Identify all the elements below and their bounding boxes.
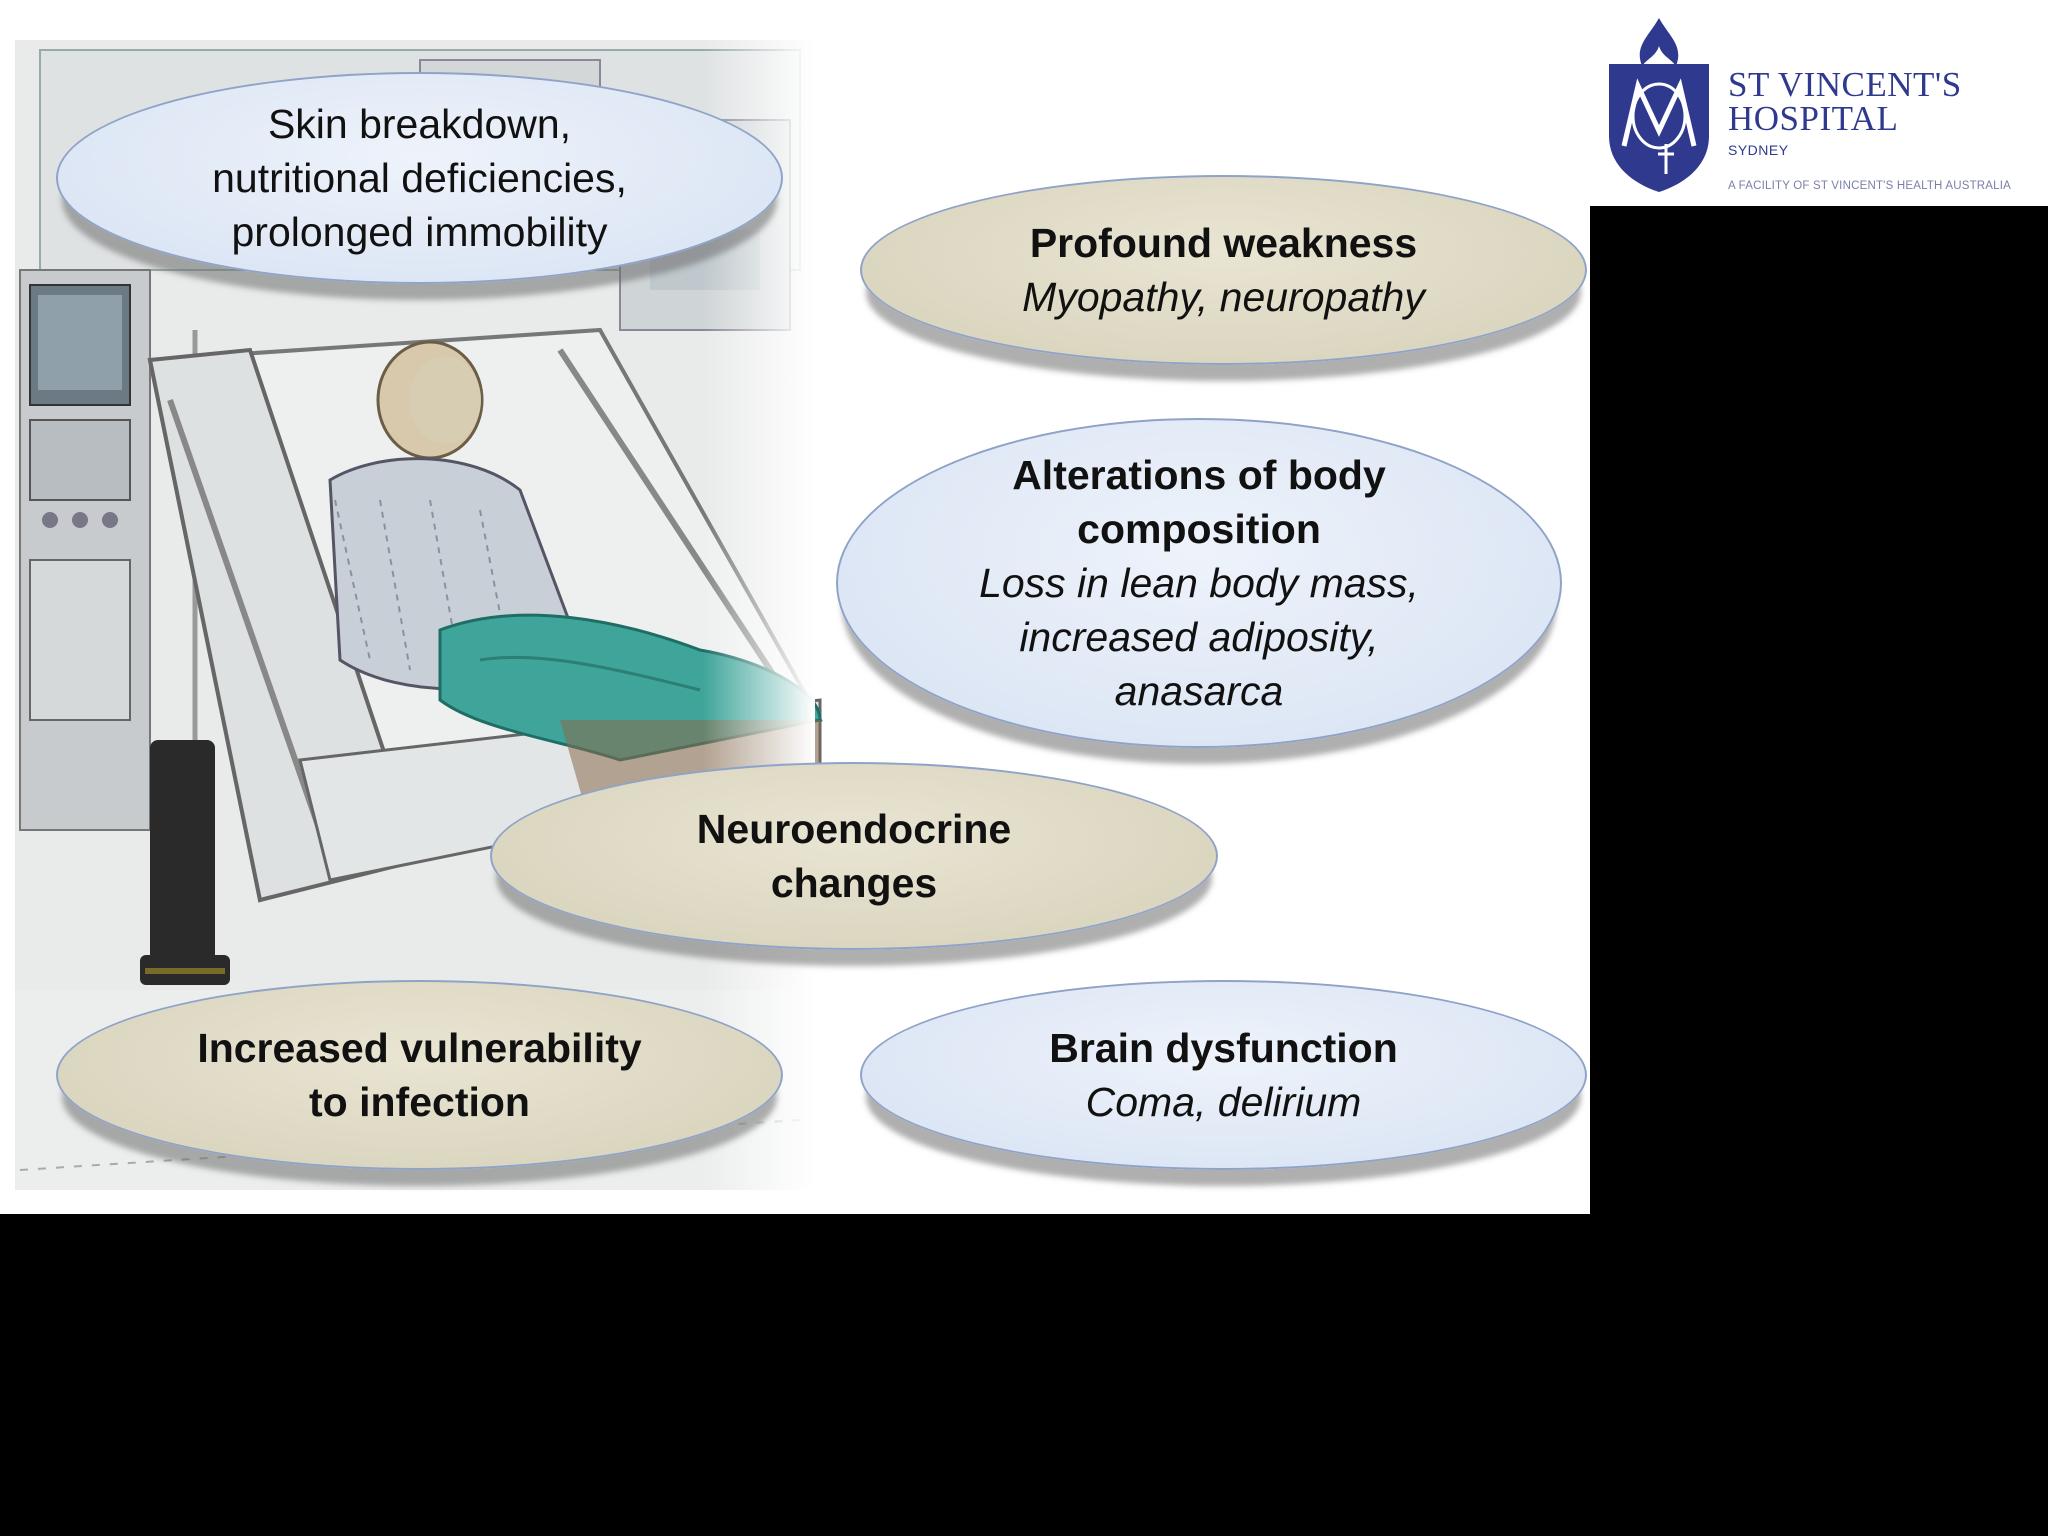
neuro-title-line-2: changes xyxy=(770,860,938,906)
shield-flame-monogram-icon xyxy=(1609,18,1709,192)
body-detail-line-2: increased adiposity, xyxy=(1019,614,1379,660)
ellipse-brain-dysfunction: Brain dysfunction Coma, delirium xyxy=(860,980,1587,1170)
body-detail-line-1: Loss in lean body mass, xyxy=(979,560,1419,606)
logo-name-line-1: ST VINCENT'S xyxy=(1728,65,1962,104)
ellipse-profound-weakness: Profound weakness Myopathy, neuropathy xyxy=(860,175,1587,365)
hospital-logo: ST VINCENT'S HOSPITAL SYDNEY A FACILITY … xyxy=(1590,0,2048,206)
logo-name-line-2: HOSPITAL xyxy=(1728,99,1899,138)
logo-subname: SYDNEY xyxy=(1728,142,1789,158)
infection-title-line-1: Increased vulnerability xyxy=(197,1025,642,1071)
logo-tagline: A FACILITY OF ST VINCENT'S HEALTH AUSTRA… xyxy=(1728,180,2012,192)
skin-line-3: prolonged immobility xyxy=(231,209,608,255)
logo-wordmark: ST VINCENT'S HOSPITAL SYDNEY xyxy=(1728,65,1962,158)
neuro-title-line-1: Neuroendocrine xyxy=(696,806,1012,852)
brain-detail: Coma, delirium xyxy=(1085,1079,1362,1125)
skin-line-2: nutritional deficiencies, xyxy=(212,155,627,201)
slide: Skin breakdown, nutritional deficiencies… xyxy=(0,0,1590,1214)
skin-line-1: Skin breakdown, xyxy=(267,101,572,147)
body-title-line-1: Alterations of body xyxy=(1012,452,1386,498)
brain-title: Brain dysfunction xyxy=(1049,1025,1398,1071)
ellipse-infection-vulnerability: Increased vulnerability to infection xyxy=(56,980,783,1170)
weakness-detail: Myopathy, neuropathy xyxy=(1022,274,1425,320)
ellipse-skin-breakdown: Skin breakdown, nutritional deficiencies… xyxy=(56,72,783,284)
ellipse-neuroendocrine-changes: Neuroendocrine changes xyxy=(490,762,1218,950)
infection-title-line-2: to infection xyxy=(309,1079,530,1125)
body-title-line-2: composition xyxy=(1077,506,1321,552)
weakness-title: Profound weakness xyxy=(1029,220,1418,266)
ellipse-body-composition: Alterations of body composition Loss in … xyxy=(836,418,1562,748)
body-detail-line-3: anasarca xyxy=(1114,668,1284,714)
